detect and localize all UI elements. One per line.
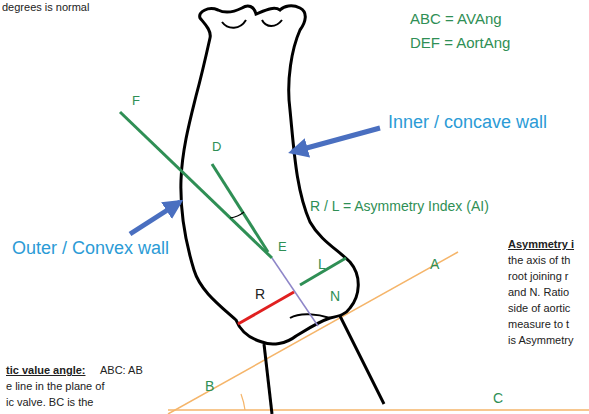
- note-text: and N. Ratio: [508, 286, 569, 299]
- note-heading: Asymmetry i: [508, 238, 574, 251]
- aortic-axis-line: [212, 164, 268, 252]
- r-segment: [238, 292, 294, 324]
- point-letter: R: [255, 286, 265, 302]
- wall-arrow: [130, 202, 180, 234]
- note-text: is Asymmetry: [508, 334, 573, 347]
- branch-vessel: [222, 20, 246, 28]
- branch-vessel: [262, 20, 282, 26]
- note-text: ic valve. BC is the: [6, 396, 93, 409]
- wall-label: Inner / concave wall: [388, 112, 547, 133]
- angle-arc: [230, 212, 244, 218]
- formula-text: DEF = AortAng: [410, 34, 510, 51]
- note-text: root joining r: [508, 270, 569, 283]
- note-text: ABC: AB: [100, 364, 143, 377]
- note-text: degrees is normal: [2, 1, 89, 14]
- note-heading: tic value angle:: [6, 364, 85, 377]
- point-letter: F: [132, 94, 140, 109]
- root-axis: [272, 258, 318, 326]
- point-letter: E: [278, 240, 287, 255]
- horizontal-line: [168, 409, 589, 411]
- note-text: the axis of th: [508, 254, 570, 267]
- formula-text: ABC = AVAng: [410, 10, 502, 27]
- point-letter: C: [493, 390, 503, 406]
- note-text: e line in the plane of: [6, 380, 104, 393]
- ventricle-wall: [264, 344, 272, 414]
- wall-arrow: [292, 128, 380, 152]
- formula-text: R / L = Asymmetry Index (AI): [310, 198, 489, 214]
- point-letter: L: [318, 256, 326, 272]
- wall-label: Outer / Convex wall: [12, 238, 169, 259]
- point-letter: B: [205, 378, 214, 394]
- aorta-outline: [181, 6, 358, 344]
- point-letter: D: [212, 140, 221, 155]
- valve-plane-line: [168, 252, 458, 414]
- angle-arc: [241, 394, 245, 410]
- point-letter: N: [330, 288, 340, 304]
- note-text: measure to t: [508, 318, 569, 331]
- ventricle-wall: [340, 316, 384, 404]
- point-letter: A: [430, 256, 439, 272]
- aortic-axis-line: [120, 112, 272, 258]
- note-text: side of aortic: [508, 302, 570, 315]
